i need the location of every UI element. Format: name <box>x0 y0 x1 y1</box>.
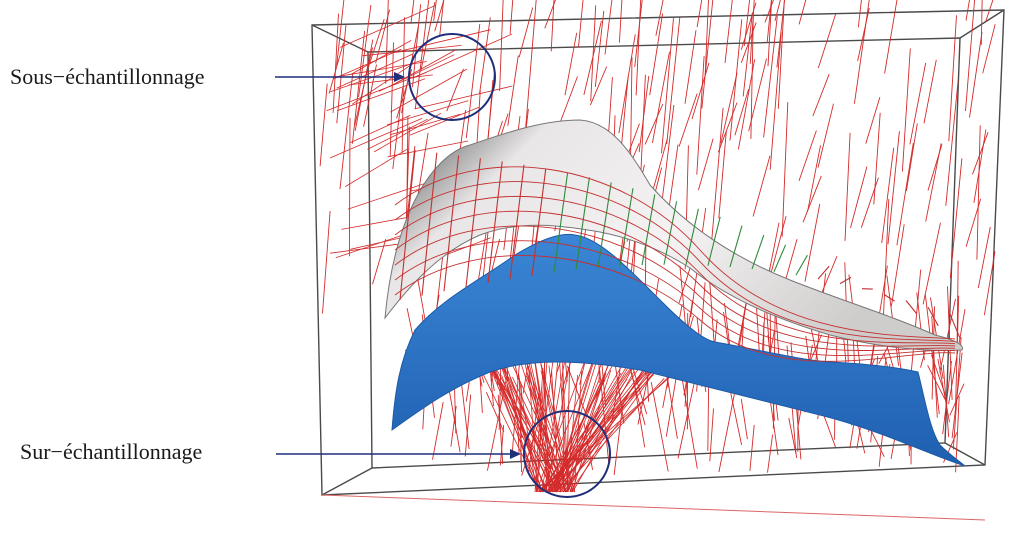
vector-line <box>799 131 816 181</box>
box-edge <box>322 495 985 520</box>
vector-line <box>698 139 713 190</box>
vector-line <box>813 74 829 116</box>
mesh-line <box>928 307 938 326</box>
vector-line <box>619 0 627 43</box>
vector-line <box>559 77 577 126</box>
vector-line <box>725 0 738 63</box>
vector-line <box>349 118 350 256</box>
vector-line <box>650 13 663 95</box>
vector-line <box>323 211 331 314</box>
vector-line <box>614 411 622 475</box>
vector-line <box>590 67 606 106</box>
vector-line <box>818 104 834 168</box>
vector-line <box>782 102 788 237</box>
mesh-line <box>818 266 829 279</box>
vector-line <box>519 8 533 58</box>
vector-line <box>926 143 942 221</box>
vector-line <box>421 2 435 70</box>
vector-line <box>350 115 410 142</box>
vector-line <box>651 382 668 471</box>
vector-line <box>984 252 995 316</box>
vector-line <box>983 24 996 73</box>
vector-line <box>697 56 704 175</box>
vector-line <box>924 60 936 124</box>
vector-line <box>685 30 696 104</box>
oversampling-arrow <box>276 449 521 459</box>
vector-line <box>390 42 393 156</box>
undersampling-label: Sous−échantillonnage <box>10 64 204 90</box>
vector-line <box>390 114 461 135</box>
mesh-line <box>774 245 786 272</box>
vector-line <box>970 32 983 118</box>
vector-line <box>803 176 821 222</box>
vector-line <box>579 0 588 47</box>
vector-line <box>645 104 663 144</box>
vector-line <box>764 16 778 137</box>
vector-line <box>949 15 957 141</box>
vector-line <box>750 425 754 471</box>
vector-line <box>367 119 427 149</box>
vector-line <box>891 224 904 306</box>
vector-line <box>884 199 889 315</box>
vector-line <box>808 145 821 212</box>
oversampling-label: Sur−échantillonnage <box>20 439 202 465</box>
vector-line <box>410 107 480 135</box>
vector-line <box>565 33 577 95</box>
vector-line <box>978 227 990 288</box>
vector-line <box>923 223 940 305</box>
vector-line <box>799 0 813 24</box>
vector-line <box>411 0 426 24</box>
vector-line <box>885 0 898 74</box>
vector-line <box>433 402 444 460</box>
vector-line <box>466 24 480 138</box>
vector-line <box>897 143 913 245</box>
vector-line <box>977 125 980 259</box>
vector-line <box>753 156 770 217</box>
vector-line <box>741 399 747 439</box>
vector-line <box>711 108 723 246</box>
mesh-line <box>796 255 807 275</box>
vector-line <box>508 56 519 126</box>
box-edge <box>322 468 372 495</box>
vector-line <box>320 84 327 167</box>
vector-line <box>510 0 519 34</box>
vector-line <box>635 0 645 67</box>
vector-line <box>652 52 669 143</box>
vector-line <box>340 73 353 189</box>
vector-line <box>770 32 781 169</box>
vector-line <box>910 63 926 144</box>
vector-line <box>845 133 850 241</box>
vector-line <box>805 204 820 282</box>
vector-line <box>966 0 977 111</box>
vector-line <box>654 139 668 189</box>
vector-line <box>768 435 773 473</box>
vector-line <box>551 0 557 51</box>
vector-line <box>950 158 962 278</box>
vector-line <box>705 0 711 75</box>
vector-line <box>866 97 880 144</box>
mesh-line <box>752 235 764 269</box>
vector-line <box>861 178 878 228</box>
vector-line <box>678 377 696 459</box>
vector-line <box>500 0 504 91</box>
vector-line <box>730 19 742 140</box>
vector-line <box>679 94 697 147</box>
vector-line <box>641 75 646 181</box>
vector-line <box>750 0 759 64</box>
vector-line <box>415 86 513 109</box>
vector-line <box>874 113 880 205</box>
mesh-line <box>906 301 916 314</box>
vector-line <box>667 17 680 144</box>
vector-line <box>966 199 981 247</box>
vector-line <box>402 17 404 153</box>
vector-line <box>415 0 428 109</box>
vector-line <box>902 49 910 172</box>
vector-line <box>435 0 448 31</box>
